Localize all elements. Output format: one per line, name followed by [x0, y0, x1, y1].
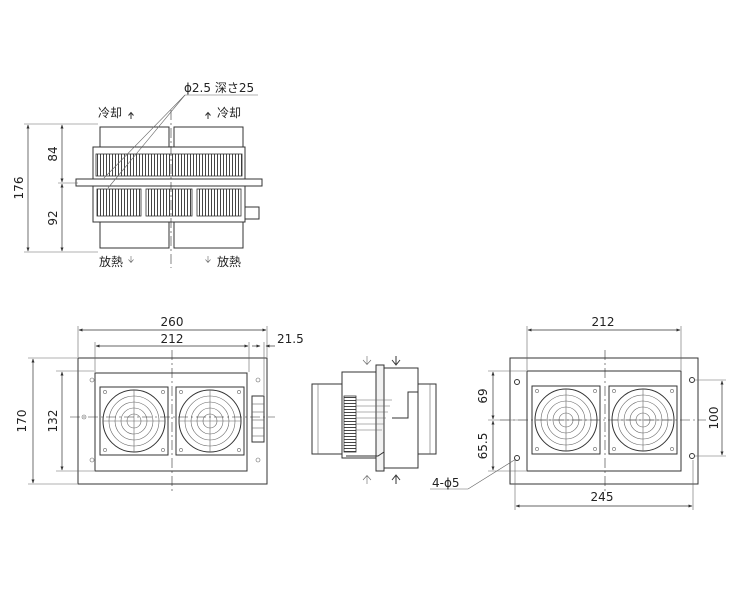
side-cool-right-label: 冷却 [217, 106, 241, 120]
arrow-up-icon [205, 111, 211, 119]
arrow-down-icon [391, 356, 401, 366]
side-cool-left-label: 冷却 [98, 106, 122, 120]
rear-dim-69: 69 [476, 388, 490, 403]
arrow-down-icon [362, 356, 372, 365]
front-dim-width: 260 [161, 315, 184, 329]
rear-dim-65-5: 65.5 [476, 433, 490, 460]
side-mid-plate [75, 178, 263, 187]
front-dim-fan-span: 212 [161, 332, 184, 346]
side-heat-left-label: 放熱 [99, 254, 123, 269]
rear-hole-label: 4-ϕ5 [432, 476, 460, 490]
front-dim-offset: 21.5 [277, 332, 304, 346]
fan-icon [99, 386, 169, 456]
arrow-up-icon [128, 111, 134, 119]
rear-view: 212 69 65.5 100 245 4-ϕ5 [430, 315, 726, 510]
section-terminals [343, 395, 357, 453]
side-dim-lower: 92 [46, 210, 60, 225]
arrow-down-icon [128, 256, 134, 263]
side-heat-right-label: 放熱 [217, 254, 241, 269]
side-connector [244, 206, 260, 220]
fan-icon [175, 386, 245, 456]
arrow-down-icon [205, 256, 211, 263]
side-bottom-fan-left [99, 221, 170, 249]
side-top-fan-left [99, 126, 170, 148]
arrow-up-icon [391, 474, 401, 484]
side-bottom-fan-right [173, 221, 244, 249]
side-dim-upper: 84 [46, 146, 60, 161]
section-left-fan [311, 383, 343, 455]
front-dim-height: 170 [15, 410, 29, 433]
section-right-fan [417, 383, 437, 455]
front-view: 260 212 21.5 170 132 [15, 315, 304, 492]
rear-dim-100: 100 [707, 407, 721, 430]
side-dim-total: 176 [12, 177, 26, 200]
rear-dim-bottom: 245 [591, 490, 614, 504]
front-dim-inner-height: 132 [46, 410, 60, 433]
side-view: ϕ2.5 深さ25 冷却 冷却 放熱 放熱 176 84 92 [12, 81, 263, 269]
section-view [311, 356, 437, 484]
rear-dim-top: 212 [592, 315, 615, 329]
arrow-up-icon [362, 475, 372, 484]
side-hole-label: ϕ2.5 深さ25 [184, 81, 254, 95]
side-top-fan-right [173, 126, 244, 148]
front-terminal-block [251, 395, 265, 443]
side-upper-heatsink [95, 153, 243, 177]
